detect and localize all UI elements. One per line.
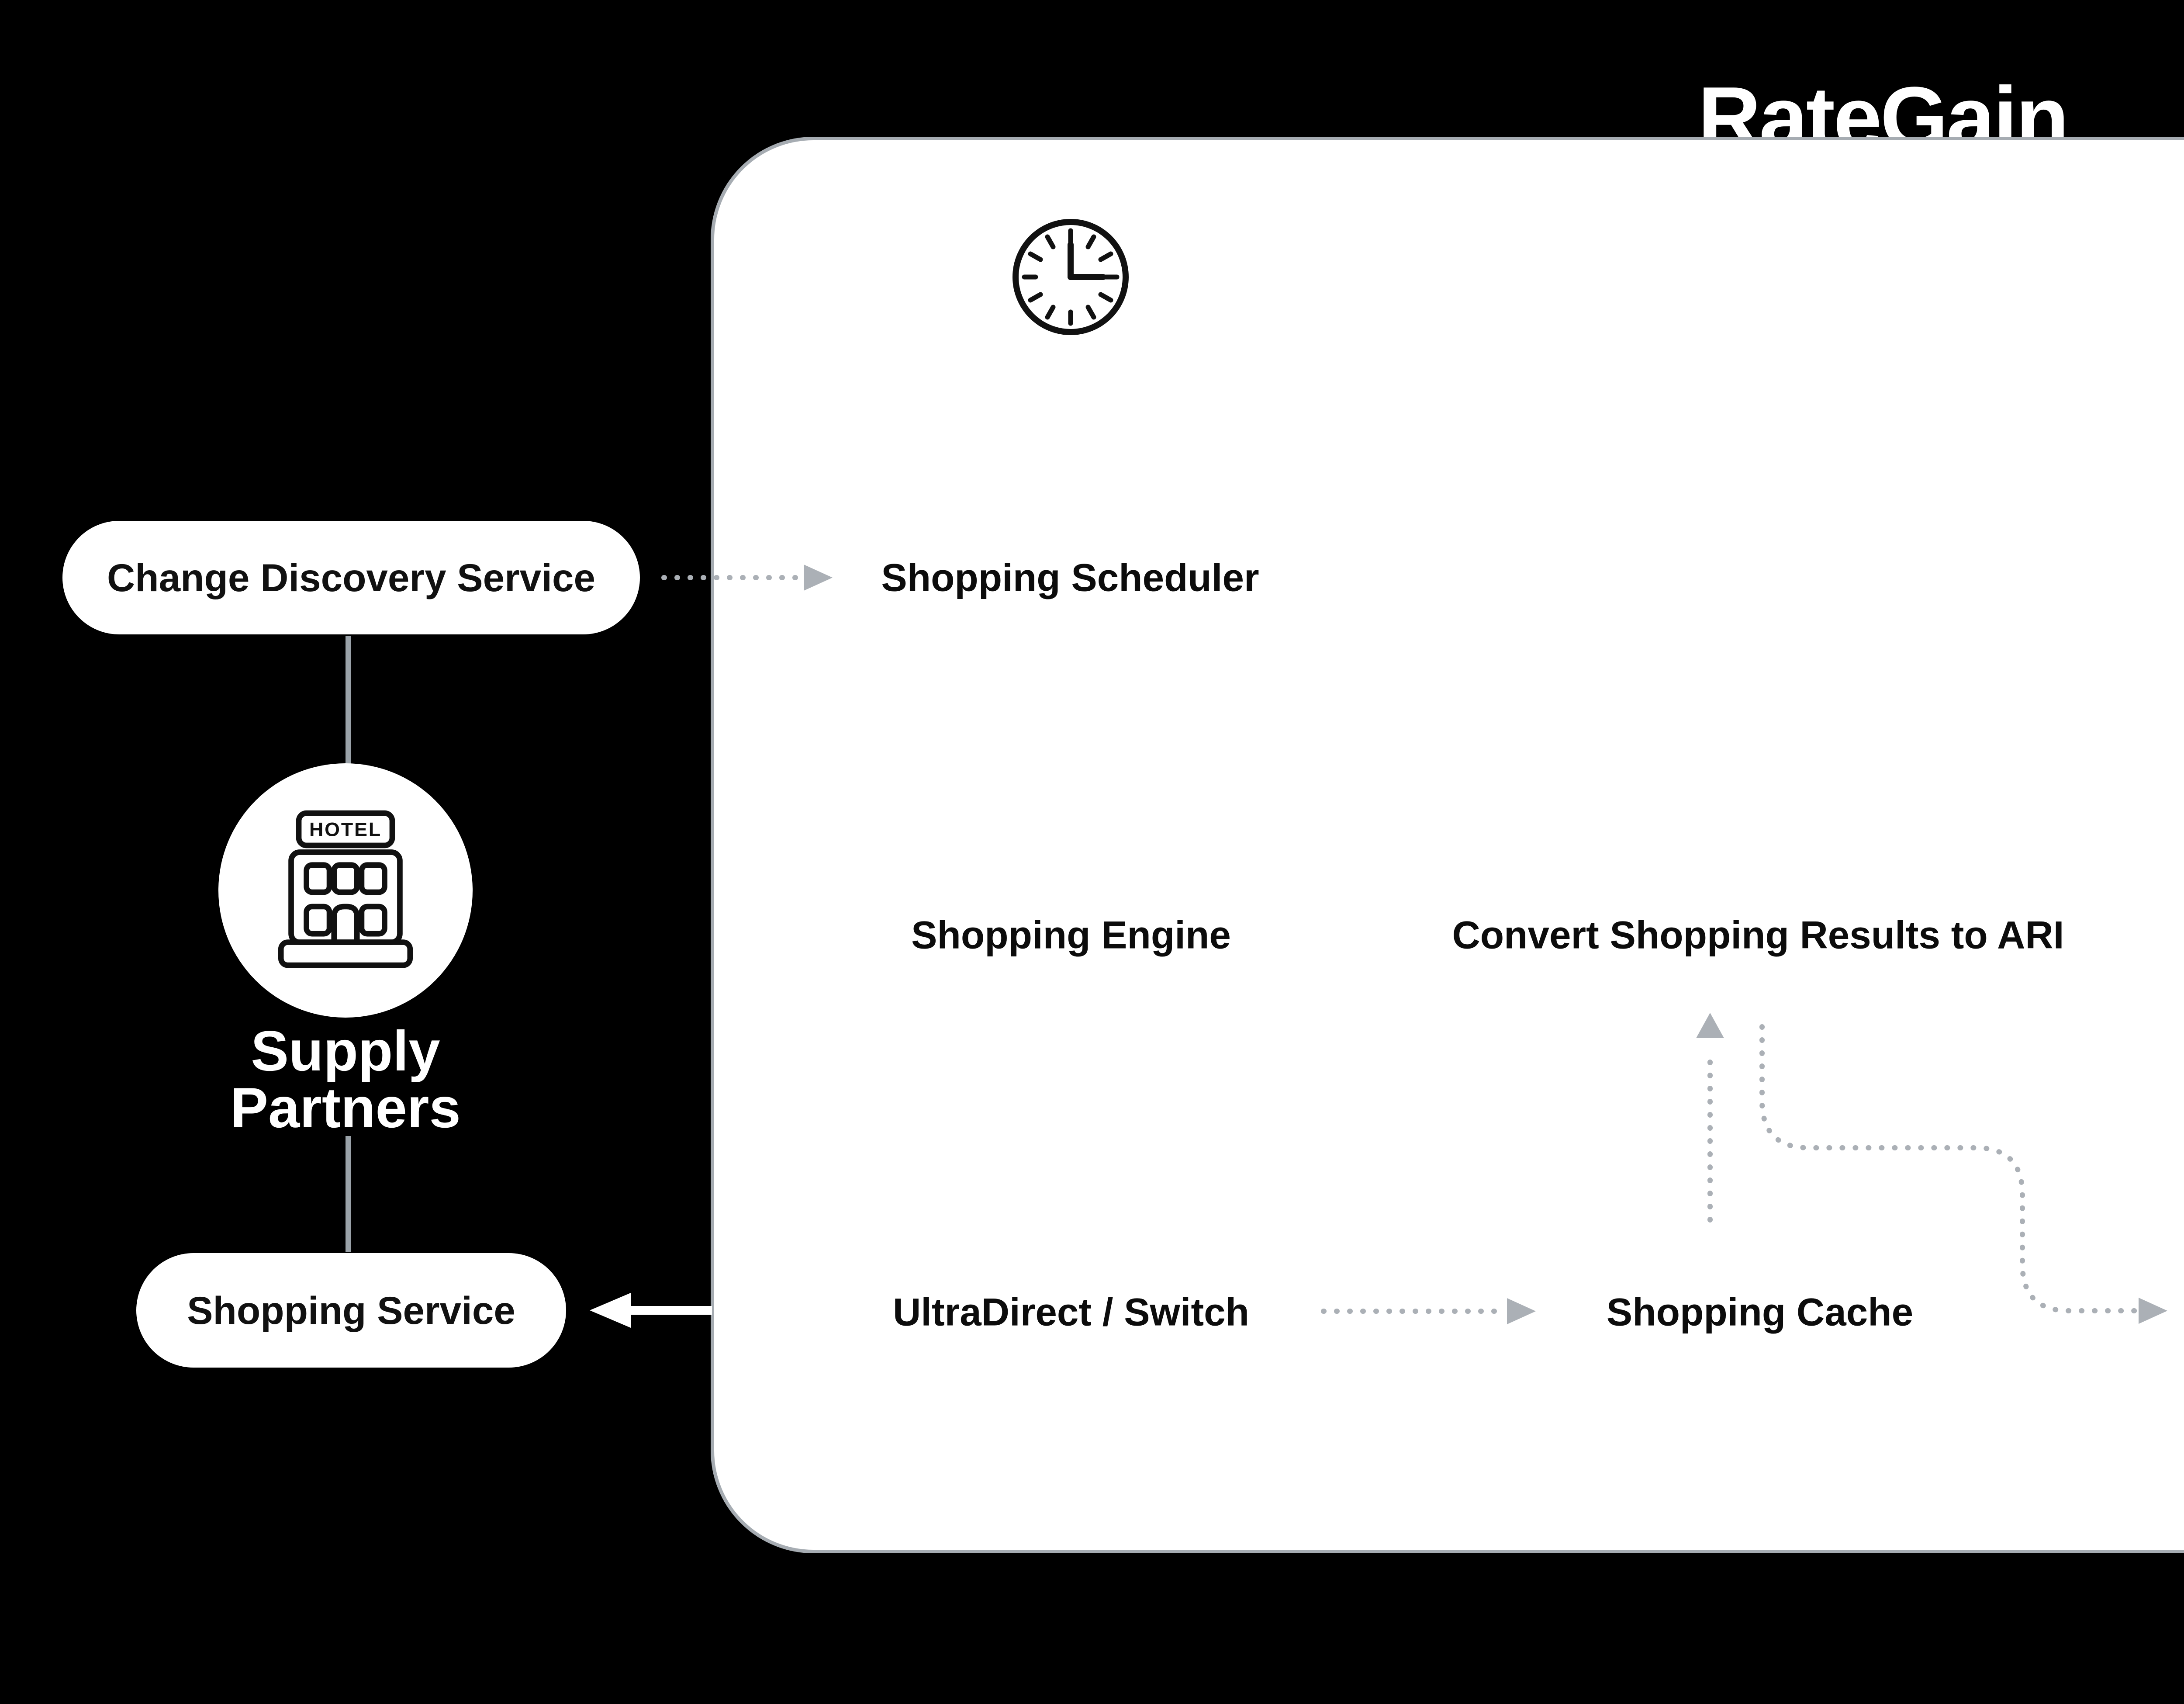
- arrowhead-scheduler: [804, 565, 833, 591]
- arrow-convert-to-aricache: [1759, 1024, 2139, 1313]
- arrowhead-convert: [1696, 1013, 1724, 1038]
- supply-partners-line2: Partners: [230, 1076, 461, 1139]
- arrowhead-cache: [1507, 1298, 1536, 1324]
- gray-arrowheads: [804, 565, 2167, 1324]
- change-discovery-service-pill: Change Discovery Service: [62, 521, 640, 634]
- node-shopping-cache: Shopping Cache: [1606, 1290, 1914, 1334]
- hotel-sign-text: HOTEL: [309, 819, 382, 841]
- shopping-service-pill: Shopping Service: [136, 1253, 566, 1368]
- node-shopping-scheduler: Shopping Scheduler: [881, 555, 1259, 599]
- node-ultradirect-switch: UltraDirect / Switch: [892, 1290, 1250, 1334]
- node-convert-results: Convert Shopping Results to ARI: [1452, 913, 2064, 957]
- clock-icon: [1013, 219, 1129, 335]
- arrowhead-shoppingservice: [590, 1293, 631, 1328]
- supply-partners-circle: HOTEL: [218, 763, 473, 1018]
- arrowhead-aricache: [2139, 1298, 2167, 1324]
- hotel-icon: HOTEL: [278, 810, 413, 968]
- supply-partners-line1: Supply: [251, 1019, 440, 1083]
- node-shopping-engine: Shopping Engine: [911, 913, 1231, 957]
- connector-lines: [346, 636, 351, 1252]
- supply-partners-label: Supply Partners: [193, 1022, 498, 1136]
- platform-panel: [711, 137, 2184, 1553]
